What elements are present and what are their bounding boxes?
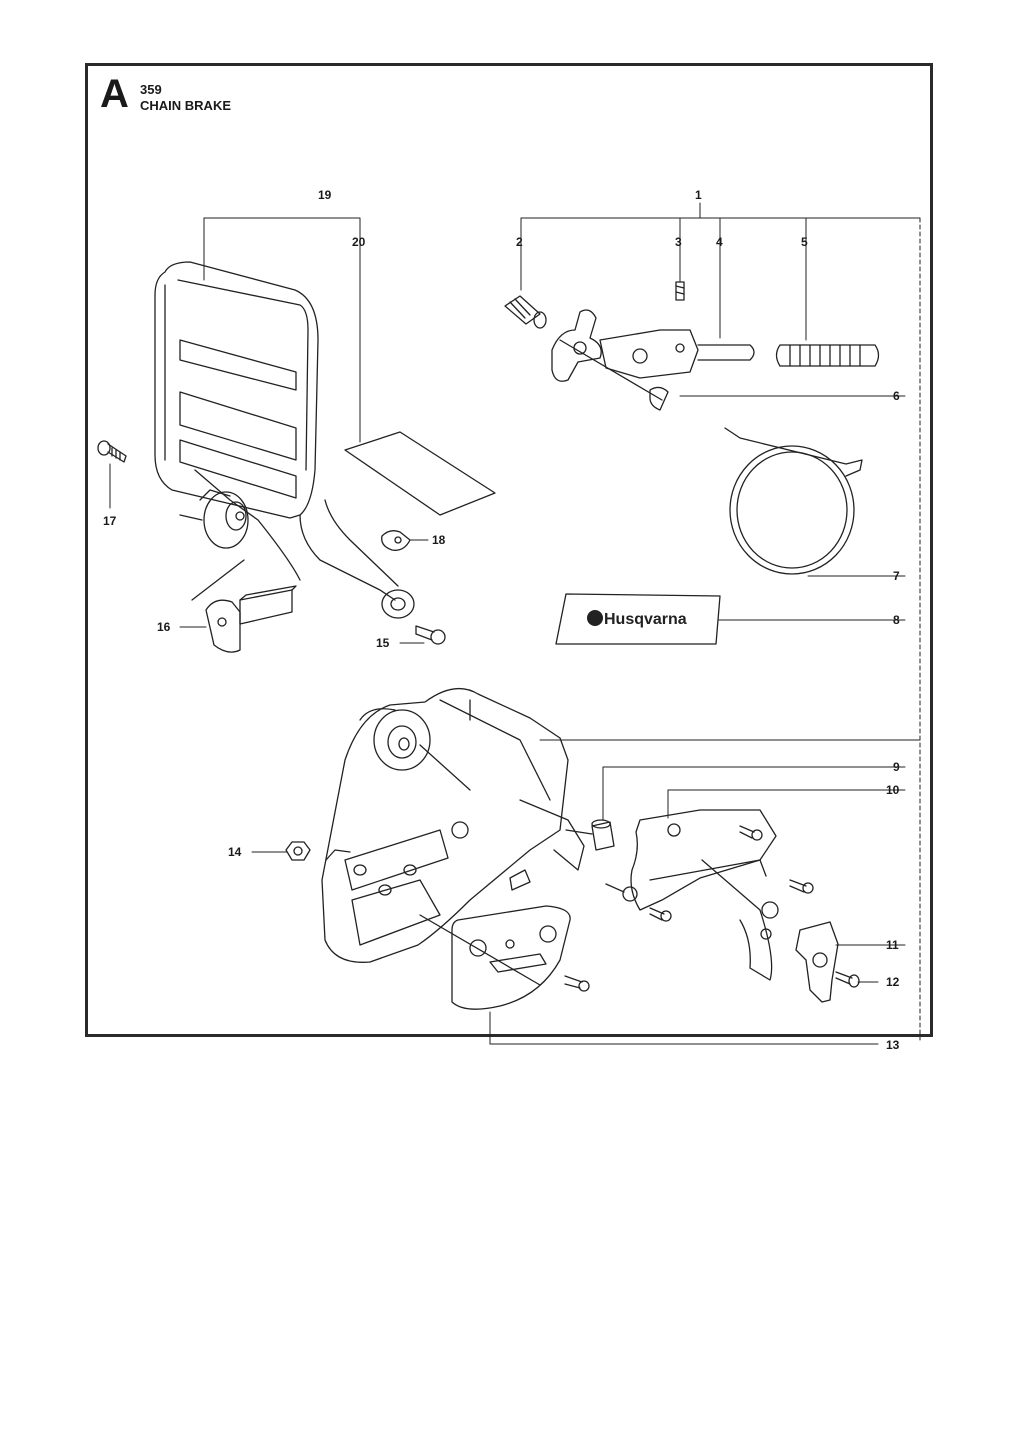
leader-lines	[109, 202, 921, 1045]
callout-17: 17	[103, 514, 117, 528]
pin-part-9	[565, 819, 615, 851]
block-part-11	[795, 921, 839, 1003]
clip-part-18	[381, 530, 411, 551]
callout-12: 12	[886, 975, 900, 989]
eccentric-part-16	[191, 559, 297, 653]
plate-part-13	[419, 905, 590, 1010]
brake-mechanism-parts-2-5	[504, 281, 880, 411]
callout-1: 1	[695, 188, 702, 202]
callout-16: 16	[157, 620, 171, 634]
screw-part-17	[97, 440, 127, 463]
page-title: CHAIN BRAKE	[140, 98, 231, 113]
callout-7: 7	[893, 569, 900, 583]
callout-10: 10	[886, 783, 900, 797]
decal-sheet-part-20	[344, 431, 496, 516]
callout-18: 18	[432, 533, 446, 547]
screw-part-12	[835, 971, 860, 988]
husqvarna-decal-text: Husqvarna	[604, 611, 687, 628]
brake-band-part-7	[724, 427, 863, 575]
callout-14: 14	[228, 845, 242, 859]
model-number: 359	[140, 82, 162, 97]
callout-4: 4	[716, 235, 723, 249]
cover-part-10	[605, 809, 814, 981]
callout-13: 13	[886, 1038, 900, 1052]
diagram-frame	[85, 63, 933, 1037]
pivot-bushing	[179, 489, 249, 549]
screw-part-15	[415, 625, 446, 645]
callout-11: 11	[886, 938, 899, 952]
callout-6: 6	[893, 389, 900, 403]
callout-20: 20	[352, 235, 366, 249]
nut-part-14	[285, 841, 311, 861]
section-letter: A	[100, 72, 129, 116]
husqvarna-decal-part-8: Husqvarna	[555, 593, 721, 645]
callout-2: 2	[516, 235, 523, 249]
hand-guard-part-19	[154, 261, 415, 619]
callout-8: 8	[893, 613, 900, 627]
chain-brake-housing	[321, 687, 585, 963]
callout-19: 19	[318, 188, 332, 202]
callout-9: 9	[893, 760, 900, 774]
callout-15: 15	[376, 636, 390, 650]
callout-5: 5	[801, 235, 808, 249]
callout-3: 3	[675, 235, 682, 249]
